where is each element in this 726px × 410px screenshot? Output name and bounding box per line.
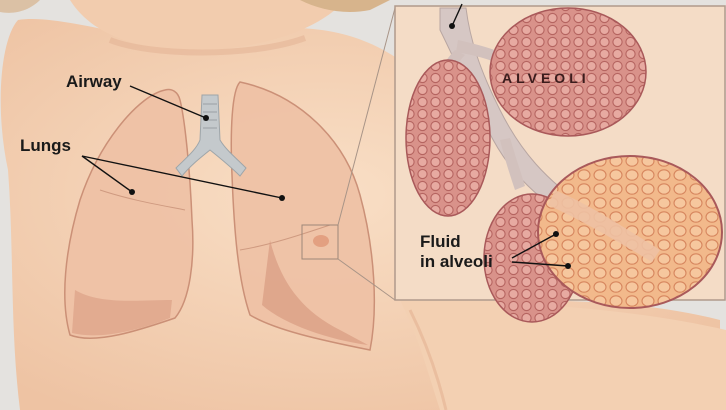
fluid-label-line2: in alveoli bbox=[420, 252, 493, 272]
fluid-leader-dot bbox=[553, 231, 559, 237]
airway-leader-dot bbox=[203, 115, 209, 121]
alveoli-label: ALVEOLI bbox=[502, 68, 590, 88]
airway-label: Airway bbox=[66, 72, 122, 92]
lungs-label: Lungs bbox=[20, 136, 71, 156]
alveoli-inset bbox=[395, 6, 725, 322]
alveolar-sac bbox=[406, 60, 490, 216]
lungs-leader-dot bbox=[129, 189, 135, 195]
fluid-leader-dot bbox=[565, 263, 571, 269]
fluid-spot bbox=[313, 235, 329, 247]
fluid-label: Fluid in alveoli bbox=[420, 232, 493, 272]
top-leader-dot bbox=[449, 23, 455, 29]
fluid-label-line1: Fluid bbox=[420, 232, 493, 252]
lungs-leader-dot bbox=[279, 195, 285, 201]
